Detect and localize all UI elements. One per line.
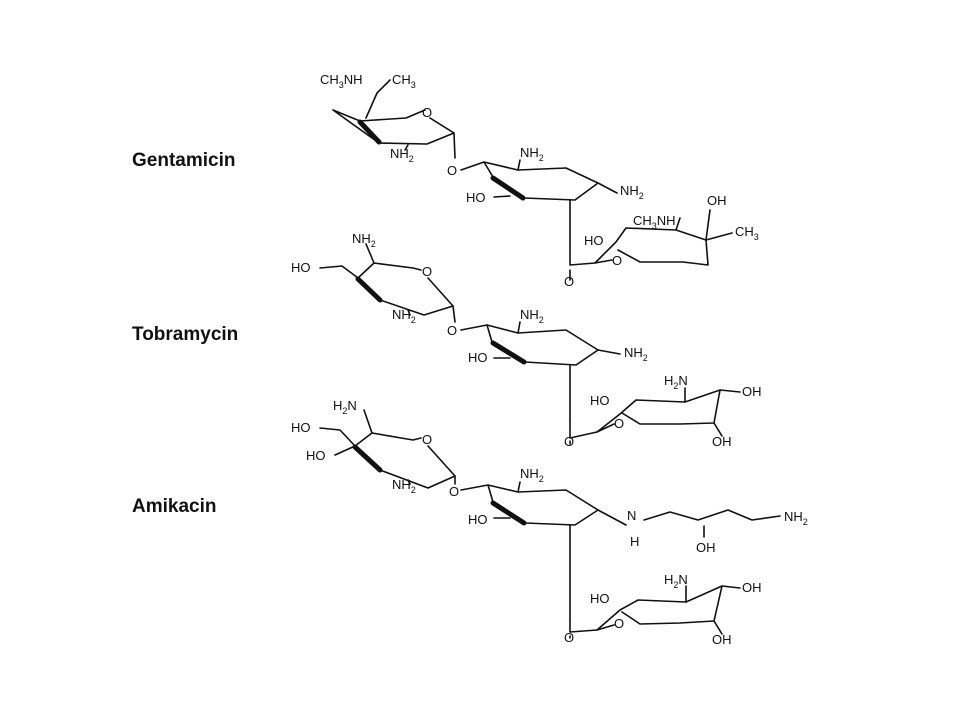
tob-ring-b-amine-top: NH2 <box>520 307 544 325</box>
amk-ring-b-hydroxyl: HO <box>468 512 488 527</box>
tob-ring-b-links <box>493 321 621 421</box>
tob-glycosidic-oxygen-1: O <box>447 323 457 338</box>
amk-ring-a-amine: NH2 <box>392 477 416 495</box>
amk-side-chain-h: H <box>630 534 639 549</box>
amk-ring-a <box>319 427 456 489</box>
gent-ring-a-amine-label: NH2 <box>390 146 414 164</box>
amk-ring-a-links <box>363 409 456 485</box>
gent-ring-c-methyl: CH3 <box>735 224 759 242</box>
amk-glycosidic-oxygen-2: O <box>564 630 574 645</box>
tobramycin-structure: O NH2 HO NH2 O NH2 NH2 HO O O HO H2N OH … <box>291 231 762 449</box>
gent-ring-a-substituents <box>365 79 391 119</box>
tob-ring-a <box>319 262 454 316</box>
tob-ring-c-hydroxymethyl: OH <box>712 434 732 449</box>
gent-ring-b-amine-right: NH2 <box>620 183 644 201</box>
amk-ring-c-hydroxyl-left: HO <box>590 591 610 606</box>
gent-ring-a-methyl-label: CH3 <box>392 72 416 90</box>
amk-ring-b-links <box>493 481 571 621</box>
tob-ring-c-links <box>569 387 741 445</box>
gent-ring-a-oxygen: O <box>422 105 432 120</box>
gent-glycosidic-oxygen-2: O <box>564 274 574 289</box>
amk-side-chain <box>597 509 781 538</box>
amk-ring-b-bold <box>490 500 527 526</box>
amk-ring-c-oxygen: O <box>614 616 624 631</box>
amk-ring-c-hydroxymethyl: OH <box>712 632 732 647</box>
amikacin-structure: O H2N HO HO NH2 O NH2 HO N H OH NH2 O O … <box>291 398 808 647</box>
tob-ring-b-bold <box>490 340 527 365</box>
tob-ring-c-amine: H2N <box>664 373 688 391</box>
amk-ring-a-hydroxyl-bottom: HO <box>306 448 326 463</box>
gent-ring-b-hydroxyl: HO <box>466 190 486 205</box>
gent-ring-a-links <box>404 132 456 159</box>
tob-ring-c-hydroxyl-right: OH <box>742 384 762 399</box>
gentamicin-structure: O CH3NH CH3 NH2 O NH2 NH2 HO O O HO CH3N… <box>320 72 759 289</box>
label-tobramycin: Tobramycin <box>132 324 238 345</box>
gent-glycosidic-oxygen-1: O <box>447 163 457 178</box>
amk-ring-a-aminomethyl: H2N <box>333 398 357 416</box>
amk-side-chain-hydroxyl: OH <box>696 540 716 555</box>
amk-ring-b-amine-top: NH2 <box>520 466 544 484</box>
tob-glycosidic-oxygen-2: O <box>564 434 574 449</box>
tob-ring-a-oxygen: O <box>422 264 432 279</box>
label-amikacin: Amikacin <box>132 496 216 517</box>
gent-ring-c-tert-hydroxyl: OH <box>707 193 727 208</box>
amk-side-chain-amine: NH2 <box>784 509 808 527</box>
amk-ring-c-hydroxyl-right: OH <box>742 580 762 595</box>
tob-ring-a-bold <box>355 276 383 303</box>
tob-ring-c-oxygen: O <box>614 416 624 431</box>
gent-ring-a-bold <box>357 119 382 145</box>
amk-ring-a-hydroxyl-top: HO <box>291 420 311 435</box>
gent-ring-c-links <box>569 209 733 281</box>
gent-ring-c-hydroxyl: HO <box>584 233 604 248</box>
tob-ring-a-links <box>365 243 456 323</box>
gent-ring-b-amine-top: NH2 <box>520 145 544 163</box>
tob-ring-a-amine: NH2 <box>392 307 416 325</box>
amk-ring-c-links <box>569 585 741 639</box>
amk-ring-c-amine: H2N <box>664 572 688 590</box>
gent-ring-a <box>332 109 455 145</box>
gent-ring-c-oxygen: O <box>612 253 622 268</box>
gent-methylamine-label: CH3NH <box>320 72 363 90</box>
tob-ring-c-hydroxyl-left: HO <box>590 393 610 408</box>
gent-ring-b-links <box>493 159 618 241</box>
tob-ring-a-hydroxyl: HO <box>291 260 311 275</box>
tob-ring-b-amine-right: NH2 <box>624 345 648 363</box>
gent-ring-b-bold <box>490 175 526 201</box>
gent-ring-c-methylamine: CH3NH <box>633 213 676 231</box>
tob-ring-a-aminomethyl: NH2 <box>352 231 376 249</box>
amk-ring-a-oxygen: O <box>422 432 432 447</box>
amk-glycosidic-oxygen-1: O <box>449 484 459 499</box>
amk-ring-a-bold <box>352 444 383 473</box>
amk-side-chain-n: N <box>627 508 636 523</box>
label-gentamicin: Gentamicin <box>132 150 235 171</box>
tob-ring-b-hydroxyl: HO <box>468 350 488 365</box>
